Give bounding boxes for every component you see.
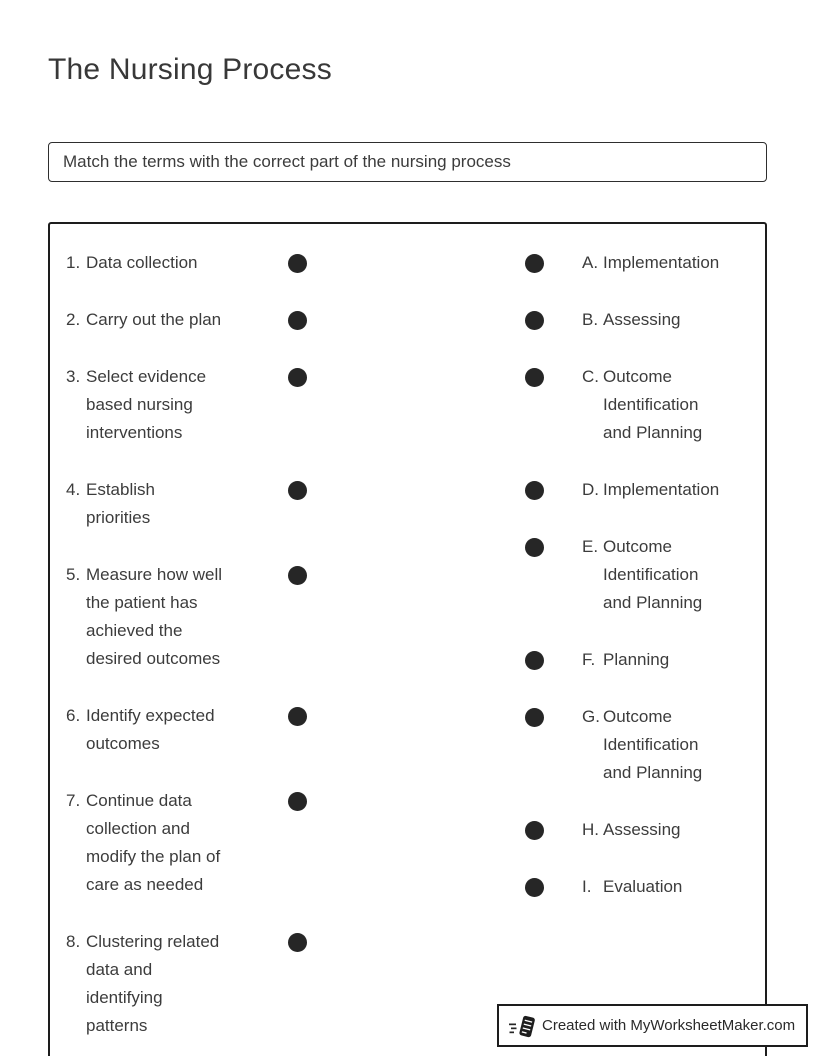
answer-item: B. Assessing (523, 306, 763, 334)
answer-item: D. Implementation (523, 476, 763, 504)
answer-letter: C. (582, 367, 599, 386)
match-dot-term[interactable] (287, 367, 307, 387)
term-text: Data collection (86, 253, 198, 272)
term-text: Establish priorities (86, 480, 155, 527)
answer-letter: D. (582, 480, 599, 499)
match-dot-answer[interactable] (524, 650, 544, 670)
term-number: 5. (66, 565, 81, 584)
match-dot-term[interactable] (287, 932, 307, 952)
terms-column: 1. Data collection 2. Carry out the plan… (66, 249, 366, 1056)
match-dot-answer[interactable] (524, 480, 544, 500)
term-text: Continue data collection and modify the … (86, 791, 221, 894)
answers-column: A. Implementation B. Assessing C. Outcom… (523, 249, 763, 930)
answer-item: H. Assessing (523, 816, 763, 844)
answer-item: A. Implementation (523, 249, 763, 277)
term-number: 8. (66, 932, 81, 951)
term-item: 4. Establish priorities (66, 476, 366, 532)
match-dot-term[interactable] (287, 791, 307, 811)
answer-letter: G. (582, 707, 600, 726)
term-text: Select evidence based nursing interventi… (86, 367, 207, 442)
term-text: Clustering related data and identifying … (86, 932, 220, 1035)
answer-letter: I. (582, 877, 592, 896)
term-item: 1. Data collection (66, 249, 366, 277)
term-number: 2. (66, 310, 81, 329)
answer-letter: E. (582, 537, 599, 556)
credit-badge: Created with MyWorksheetMaker.com (497, 1004, 808, 1047)
answer-letter: B. (582, 310, 599, 329)
match-dot-term[interactable] (287, 480, 307, 500)
answer-letter: H. (582, 820, 599, 839)
answer-letter: A. (582, 253, 599, 272)
term-number: 1. (66, 253, 81, 272)
match-dot-answer[interactable] (524, 820, 544, 840)
instruction-text: Match the terms with the correct part of… (63, 152, 511, 171)
answer-item: C. Outcome Identification and Planning (523, 363, 763, 447)
term-number: 7. (66, 791, 81, 810)
term-item: 7. Continue data collection and modify t… (66, 787, 366, 899)
match-dot-term[interactable] (287, 253, 307, 273)
term-number: 4. (66, 480, 81, 499)
myworksheetmaker-logo-icon (509, 1015, 535, 1037)
answer-text: Assessing (603, 820, 681, 839)
answer-text: Outcome Identification and Planning (603, 367, 703, 442)
answer-text: Implementation (603, 480, 720, 499)
term-item: 5. Measure how well the patient has achi… (66, 561, 366, 673)
term-text: Identify expected outcomes (86, 706, 215, 753)
answer-text: Implementation (603, 253, 720, 272)
term-item: 6. Identify expected outcomes (66, 702, 366, 758)
answer-text: Planning (603, 650, 670, 669)
instruction-box: Match the terms with the correct part of… (48, 142, 767, 182)
match-dot-answer[interactable] (524, 310, 544, 330)
term-item: 3. Select evidence based nursing interve… (66, 363, 366, 447)
answer-text: Outcome Identification and Planning (603, 537, 703, 612)
match-dot-answer[interactable] (524, 707, 544, 727)
match-dot-term[interactable] (287, 706, 307, 726)
term-item: 2. Carry out the plan (66, 306, 366, 334)
match-dot-term[interactable] (287, 565, 307, 585)
match-dot-answer[interactable] (524, 367, 544, 387)
credit-text: Created with MyWorksheetMaker.com (542, 1017, 796, 1034)
answer-item: I. Evaluation (523, 873, 763, 901)
term-text: Measure how well the patient has achieve… (86, 565, 223, 668)
match-dot-term[interactable] (287, 310, 307, 330)
term-number: 6. (66, 706, 81, 725)
answer-item: E. Outcome Identification and Planning (523, 533, 763, 617)
match-dot-answer[interactable] (524, 877, 544, 897)
term-text: Carry out the plan (86, 310, 222, 329)
term-item: 8. Clustering related data and identifyi… (66, 928, 366, 1040)
answer-item: F. Planning (523, 646, 763, 674)
page-title: The Nursing Process (48, 53, 332, 86)
answer-text: Evaluation (603, 877, 683, 896)
answer-text: Assessing (603, 310, 681, 329)
match-dot-answer[interactable] (524, 253, 544, 273)
answer-letter: F. (582, 650, 596, 669)
term-number: 3. (66, 367, 81, 386)
answer-text: Outcome Identification and Planning (603, 707, 703, 782)
matching-area: 1. Data collection 2. Carry out the plan… (48, 222, 767, 1056)
match-dot-answer[interactable] (524, 537, 544, 557)
answer-item: G. Outcome Identification and Planning (523, 703, 763, 787)
